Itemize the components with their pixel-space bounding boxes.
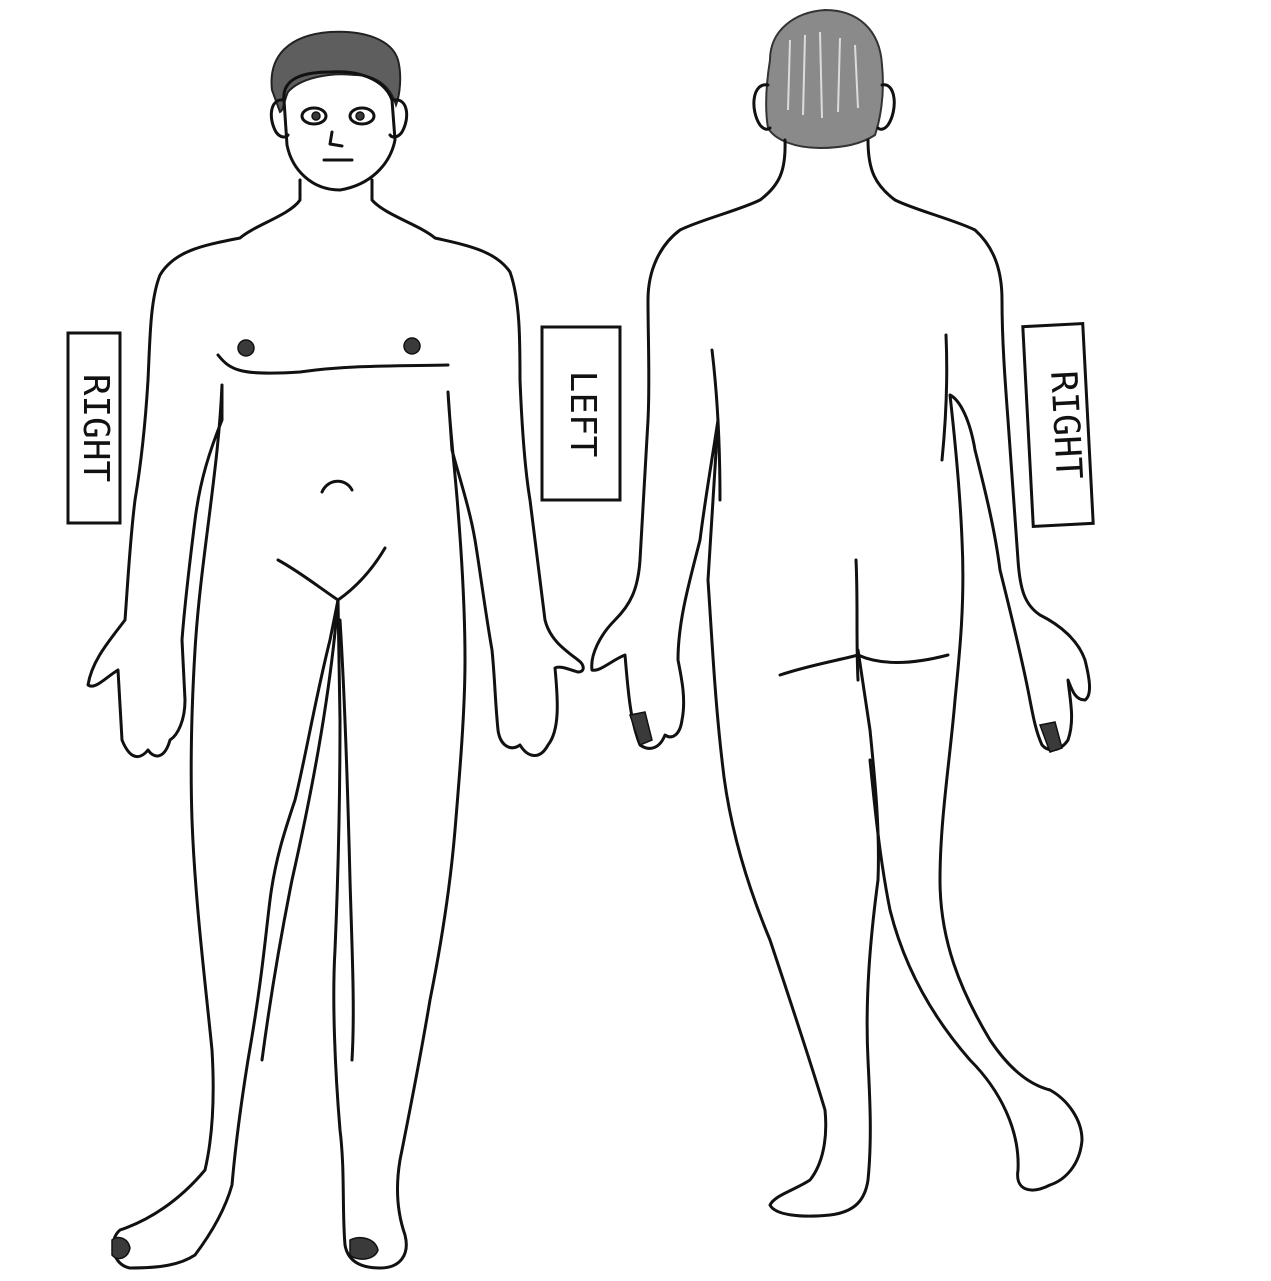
front-toes-right — [112, 1238, 130, 1259]
front-head — [284, 72, 395, 190]
front-nipple-left — [404, 338, 420, 354]
label-left-text: LEFT — [562, 371, 603, 458]
front-figure — [88, 32, 583, 1268]
front-body-outline — [88, 180, 338, 1268]
back-figure — [592, 10, 1090, 1216]
front-inner-leg-left — [340, 620, 353, 1060]
back-body-outline-right — [868, 140, 1090, 1190]
back-head — [766, 10, 883, 148]
back-gluteal-cleft — [856, 560, 858, 680]
front-chest-line — [218, 355, 448, 373]
label-front-right: RIGHT — [68, 333, 120, 523]
front-groin — [278, 548, 385, 600]
back-buttock-crease — [780, 655, 948, 675]
back-shoulder-blade-right — [942, 335, 947, 460]
label-back-right-text: RIGHT — [1042, 370, 1089, 480]
label-front-right-text: RIGHT — [75, 374, 116, 482]
label-back-right: RIGHT — [1023, 324, 1093, 527]
front-nose — [330, 132, 342, 146]
front-nipple-right — [238, 340, 254, 356]
front-toes-left — [350, 1238, 378, 1259]
front-navel — [322, 481, 352, 492]
front-inner-leg-right — [262, 600, 338, 1060]
label-left: LEFT — [542, 327, 620, 500]
front-pupil-left — [356, 112, 364, 120]
front-pupil-right — [312, 112, 320, 120]
back-body-outline-left — [592, 140, 879, 1216]
